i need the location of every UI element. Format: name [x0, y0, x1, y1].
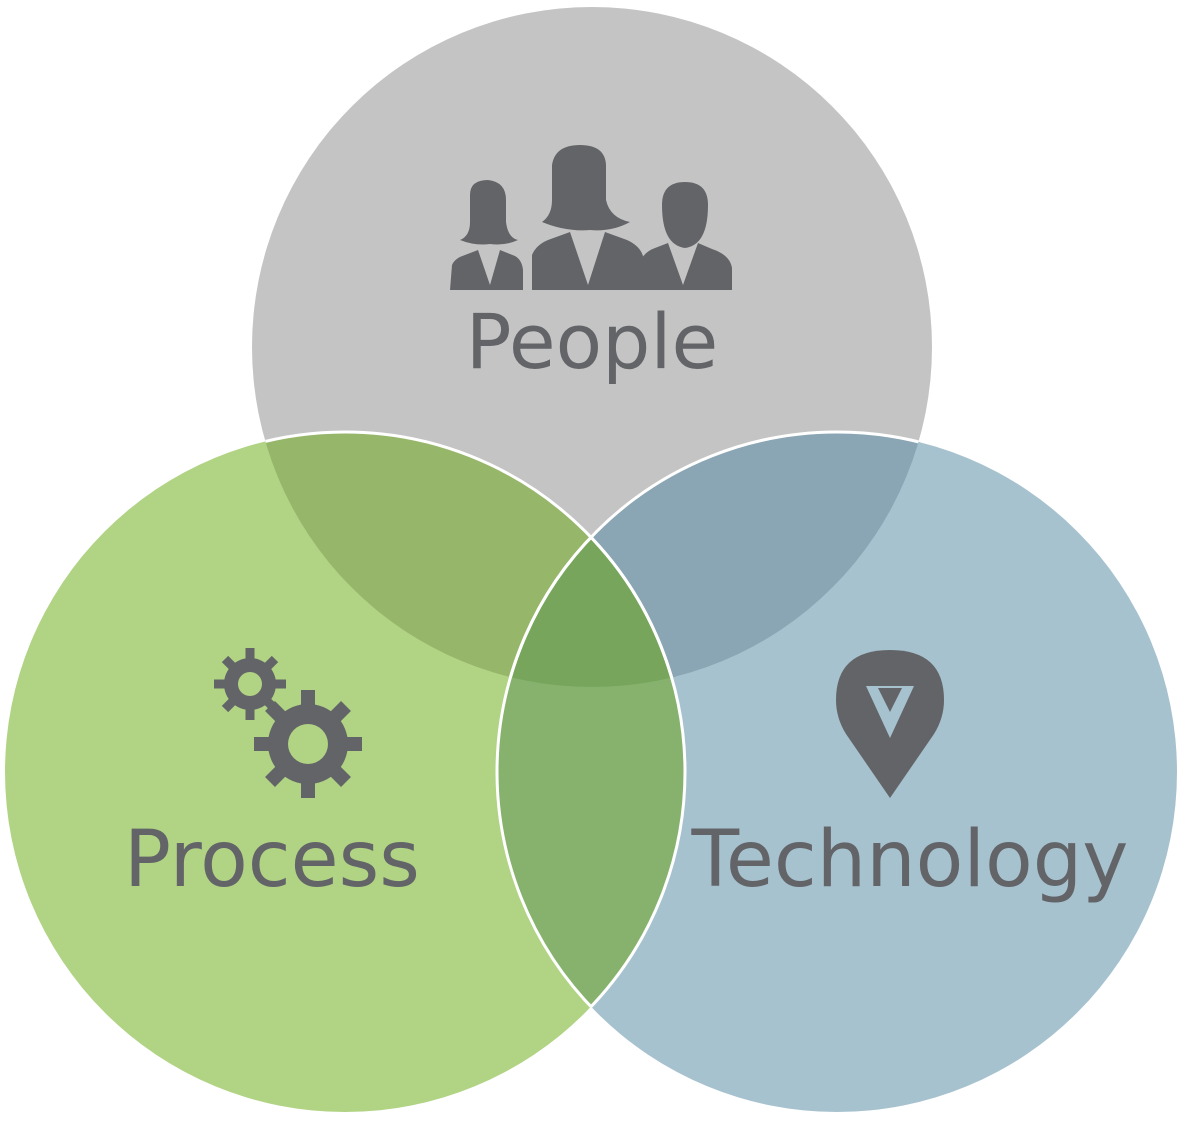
people-label: People: [466, 297, 719, 386]
gears-icon: [214, 648, 362, 798]
people-icon: [450, 145, 732, 290]
process-label: Process: [124, 815, 420, 905]
location-pin-icon: [836, 650, 944, 798]
people-technology-overlap: [497, 432, 932, 687]
technology-label: Technology: [691, 815, 1129, 905]
people-process-overlap: [252, 432, 685, 687]
